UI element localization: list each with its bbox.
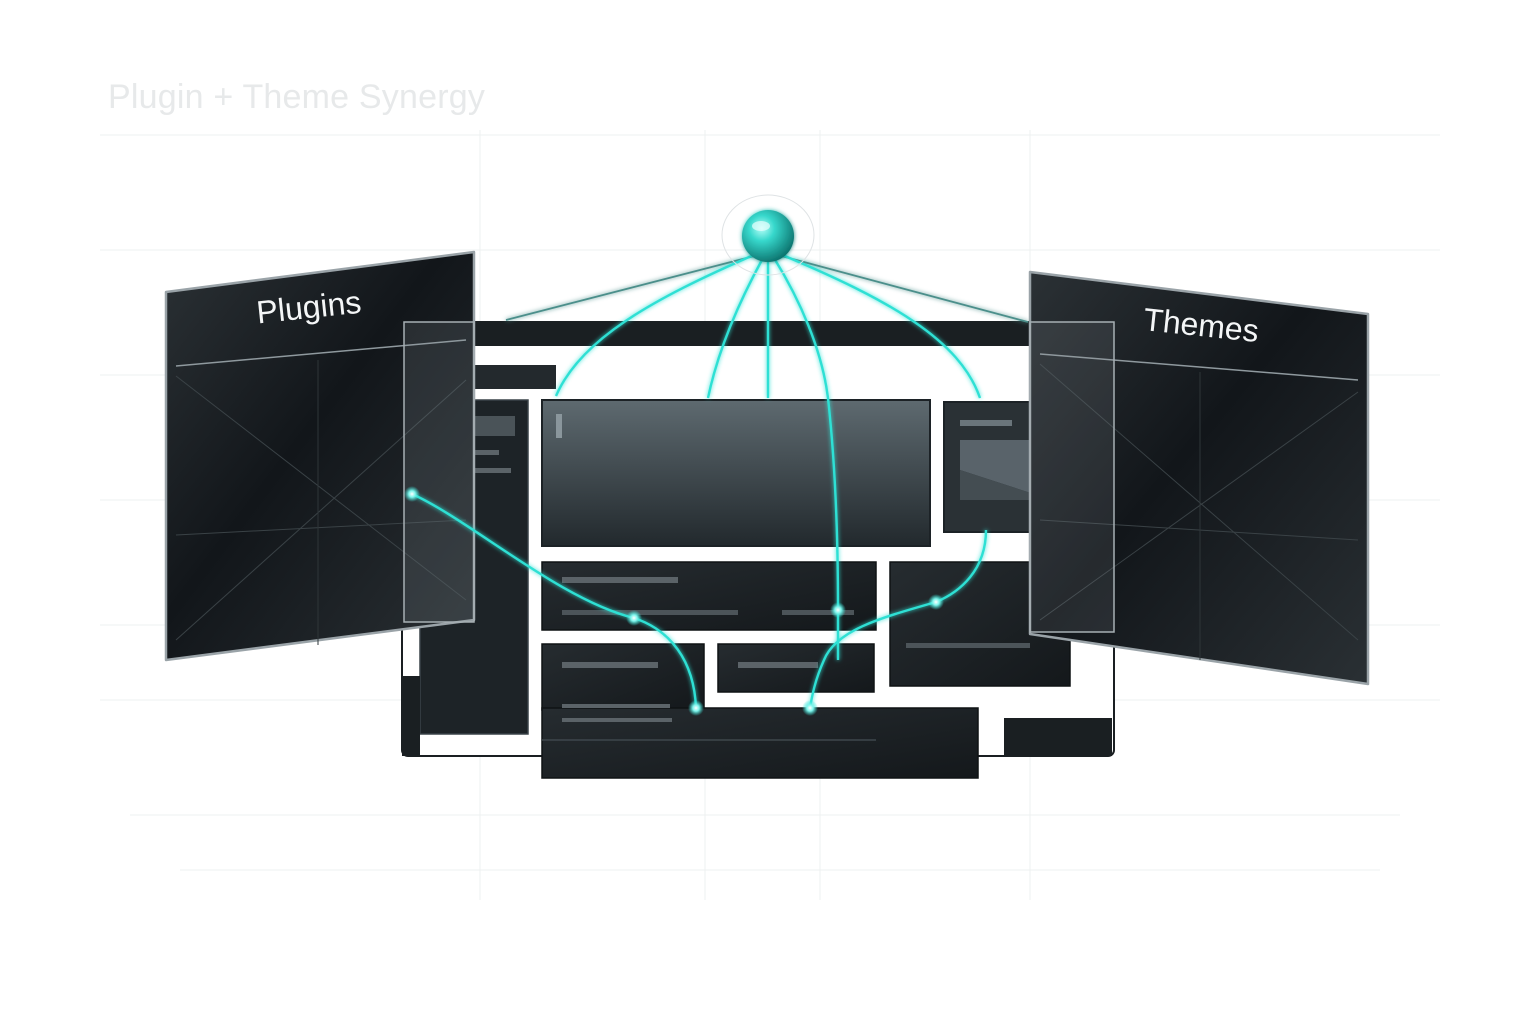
glow-dot-icon: [404, 486, 420, 502]
diagram-title: Plugin + Theme Synergy: [108, 78, 486, 116]
glow-dot-icon: [830, 602, 846, 618]
glow-dot-icon: [688, 700, 704, 716]
glow-dot-icon: [626, 610, 642, 626]
plugins-panel: [164, 250, 476, 662]
connector-lines: [411, 252, 1029, 709]
glowing-sphere-icon: [721, 194, 815, 276]
mockup-card-1: [541, 561, 877, 631]
mockup-hero-block: [541, 399, 931, 547]
glow-dot-icon: [928, 594, 944, 610]
glow-dot-icon: [802, 700, 818, 716]
plugins-overlay-frame: [403, 321, 475, 623]
mockup-card-3: [541, 643, 705, 711]
connector-nodes: [404, 486, 944, 716]
themes-overlay-frame: [1029, 321, 1115, 633]
